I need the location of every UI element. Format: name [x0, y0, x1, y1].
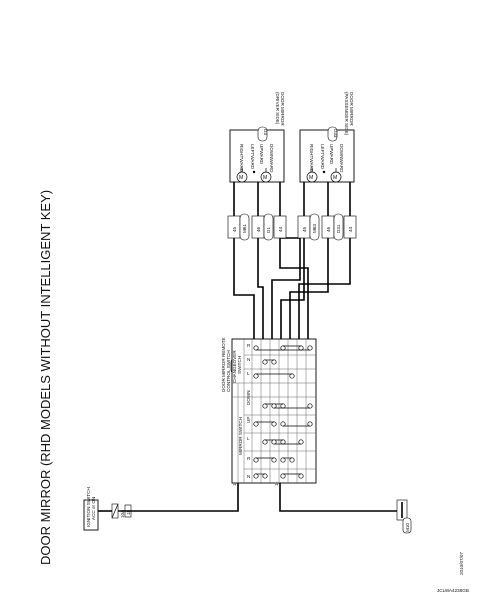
page-title: DOOR MIRROR (RHD MODELS WITHOUT INTELLIG… [38, 190, 53, 565]
driver-joint-connector: 45 M61 46 D1 44 [227, 213, 287, 241]
svg-text:45: 45 [302, 226, 307, 232]
mirror-switch-label: MIRROR SWITCH [238, 417, 243, 455]
svg-text:DOWNWARD: DOWNWARD [269, 144, 274, 173]
svg-text:44: 44 [278, 226, 283, 232]
svg-text:RIGHTWARD: RIGHTWARD [309, 144, 314, 173]
fuse-number: 18 [126, 509, 131, 515]
driver-door-mirror: DOOR MIRROR (DRIVER SIDE) D3 M M RIGHTWA… [229, 92, 285, 183]
svg-text:RIGHTWARD: RIGHTWARD [239, 144, 244, 173]
col-co-r: R [247, 343, 251, 348]
svg-text:M63: M63 [312, 224, 317, 233]
driver-mirror-label: DOOR MIRROR [280, 92, 285, 126]
diagram-date: 2010/07/07 [459, 552, 464, 575]
svg-text:46: 46 [326, 226, 331, 232]
passenger-mirror-connector: D33 [333, 129, 338, 138]
svg-text:M10: M10 [405, 523, 410, 532]
col-co-n: N [247, 357, 250, 362]
motor-icon: M [263, 175, 267, 181]
ignition-label: IGNITION SWITCH [86, 487, 91, 527]
ignition-state-label: ACC or ON [91, 497, 96, 520]
svg-text:LEFTWARD: LEFTWARD [250, 144, 255, 170]
passenger-door-mirror: DOOR MIRROR (PASSENGER SIDE) D33 M M RIG… [299, 92, 355, 183]
col-r: R [247, 456, 251, 461]
motor-icon: M [333, 175, 337, 181]
svg-text:LEFTWARD: LEFTWARD [320, 144, 325, 170]
contact-matrix [253, 345, 313, 479]
svg-text:M61: M61 [242, 224, 247, 233]
switch-label-2: CONTROL SWITCH [226, 350, 231, 392]
ground-symbol [396, 499, 408, 521]
changeover-label: CHANGEOVER [232, 350, 237, 383]
svg-text:45: 45 [232, 226, 237, 232]
svg-text:D31: D31 [336, 224, 341, 233]
svg-text:44: 44 [348, 226, 353, 232]
svg-text:UPWARD: UPWARD [259, 144, 264, 165]
motor-icon: M [239, 175, 243, 181]
motor-icon: M [309, 175, 313, 181]
passenger-mirror-label: DOOR MIRROR [349, 92, 354, 126]
remote-control-switch: DOOR MIRROR REMOTE CONTROL SWITCH M7 MIR… [221, 337, 317, 484]
passenger-joint-connector: 45 M63 46 D31 44 [297, 213, 357, 241]
fuse-amp: 10A [120, 509, 125, 518]
col-l: L [247, 436, 250, 441]
col-up: UP [246, 417, 251, 423]
passenger-mirror-side: (PASSENGER SIDE) [344, 92, 349, 136]
col-co-l: L [247, 371, 250, 376]
driver-mirror-connector: D3 [263, 129, 268, 135]
power-wire [118, 483, 239, 512]
svg-text:DOWNWARD: DOWNWARD [339, 144, 344, 173]
diagram-code: JCLWA4238GB [437, 588, 469, 593]
switch-label: DOOR MIRROR REMOTE [221, 337, 226, 392]
ground-connector: M10 [402, 517, 412, 534]
svg-text:46: 46 [256, 226, 261, 232]
svg-text:UPWARD: UPWARD [329, 144, 334, 165]
ground-wire [279, 483, 402, 512]
col-down: DOWN [246, 390, 251, 405]
svg-text:D1: D1 [266, 227, 271, 233]
changeover-label-2: SWITCH [237, 356, 242, 374]
col-n: N [247, 474, 250, 479]
ignition-switch: IGNITION SWITCH ACC or ON [83, 487, 99, 531]
driver-mirror-side: (DRIVER SIDE) [275, 92, 280, 125]
mirror-wiring [233, 180, 351, 339]
